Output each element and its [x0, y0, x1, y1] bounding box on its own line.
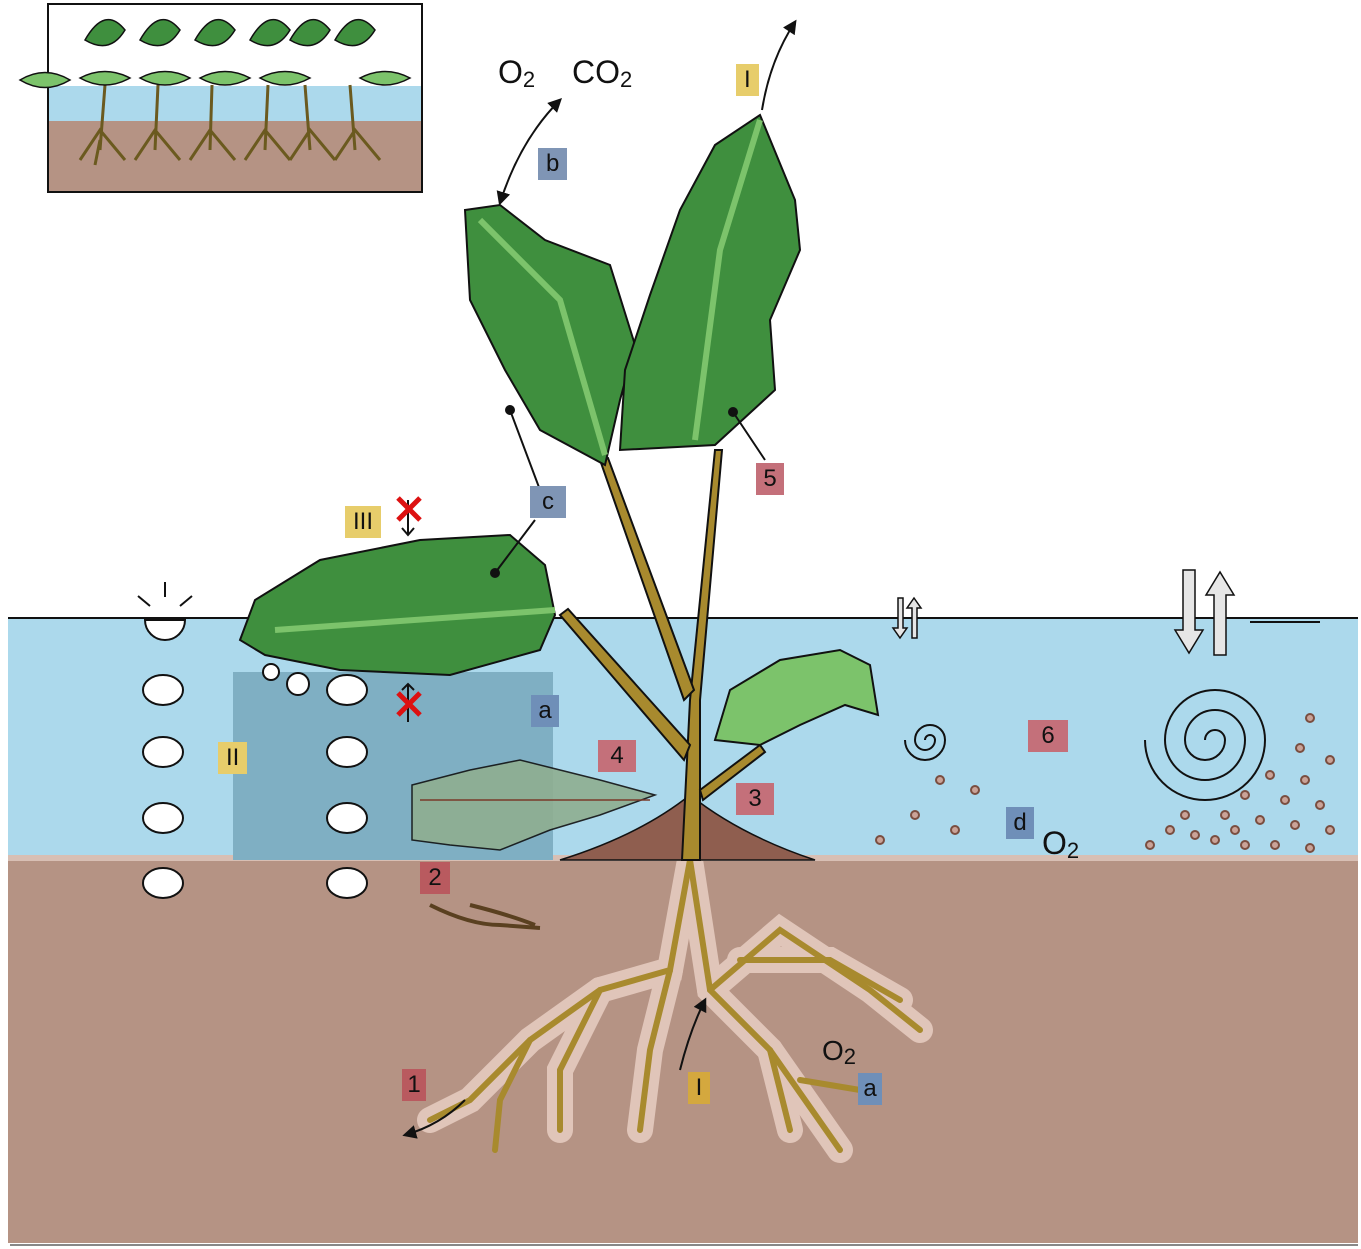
o2-root: O2	[822, 1035, 856, 1067]
label-4: 4	[598, 740, 636, 772]
co2-top: CO2	[572, 54, 632, 91]
o2-top: O2	[498, 54, 535, 91]
label-2: 2	[420, 862, 450, 894]
label-5: 5	[756, 463, 784, 495]
label-I-top: I	[736, 64, 759, 96]
label-3: 3	[736, 783, 774, 815]
label-b: b	[538, 148, 567, 180]
label-a-root: a	[858, 1073, 882, 1105]
label-I-root: I	[688, 1072, 710, 1104]
inset-stand-panel	[20, 4, 422, 192]
label-1: 1	[402, 1069, 426, 1101]
sun-rays-icon	[138, 582, 192, 606]
label-c: c	[530, 486, 566, 518]
label-d: d	[1006, 807, 1034, 839]
transpiration-arrow	[762, 22, 795, 110]
o2-water: O2	[1042, 825, 1079, 862]
label-II: II	[218, 742, 247, 774]
label-6: 6	[1028, 720, 1068, 752]
label-a-water: a	[531, 695, 559, 727]
label-III: III	[345, 506, 381, 538]
